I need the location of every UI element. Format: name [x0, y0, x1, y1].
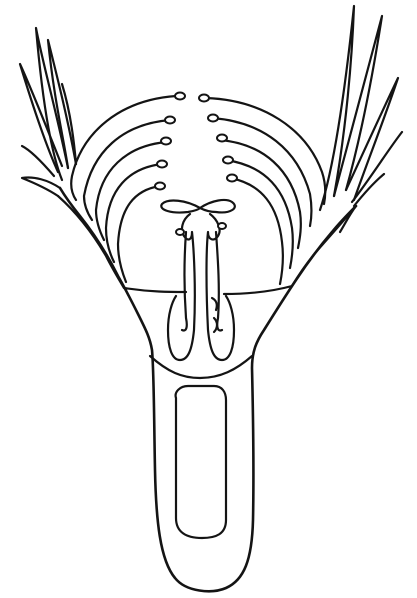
inner-bracket-right	[214, 318, 217, 332]
left-arc-4	[106, 164, 162, 262]
inner-slit-right	[216, 232, 222, 331]
left-arm-outer	[22, 177, 60, 196]
central-u-loop-right	[207, 214, 235, 360]
right-strand-tip-3	[217, 135, 227, 142]
right-strand-tip-5	[227, 175, 237, 182]
inner-tip-right	[218, 223, 226, 229]
right-arc-5	[230, 178, 283, 284]
inner-slit-left	[182, 232, 187, 331]
central-u-loop	[168, 214, 195, 360]
central-cap	[161, 200, 235, 213]
outer-outline	[60, 188, 356, 591]
stalk-arch	[150, 356, 252, 378]
right-strand-tip-1	[199, 95, 209, 102]
right-strand-tip-4	[223, 157, 233, 164]
right-bristle-3	[346, 78, 398, 200]
right-arc-3	[220, 140, 301, 248]
left-strand-tip-1	[175, 93, 185, 100]
right-bristle-4	[352, 132, 402, 202]
left-arc-5	[118, 186, 160, 282]
stalk-window	[176, 386, 226, 538]
left-strand-tip-2	[165, 117, 175, 124]
inner-bracket-left	[212, 298, 217, 310]
right-strand-tip-2	[208, 115, 218, 122]
left-strand-tip-4	[157, 161, 167, 168]
inner-tip-left	[176, 229, 184, 235]
left-strand-tip-5	[155, 183, 165, 190]
left-strand-tip-3	[161, 138, 171, 145]
